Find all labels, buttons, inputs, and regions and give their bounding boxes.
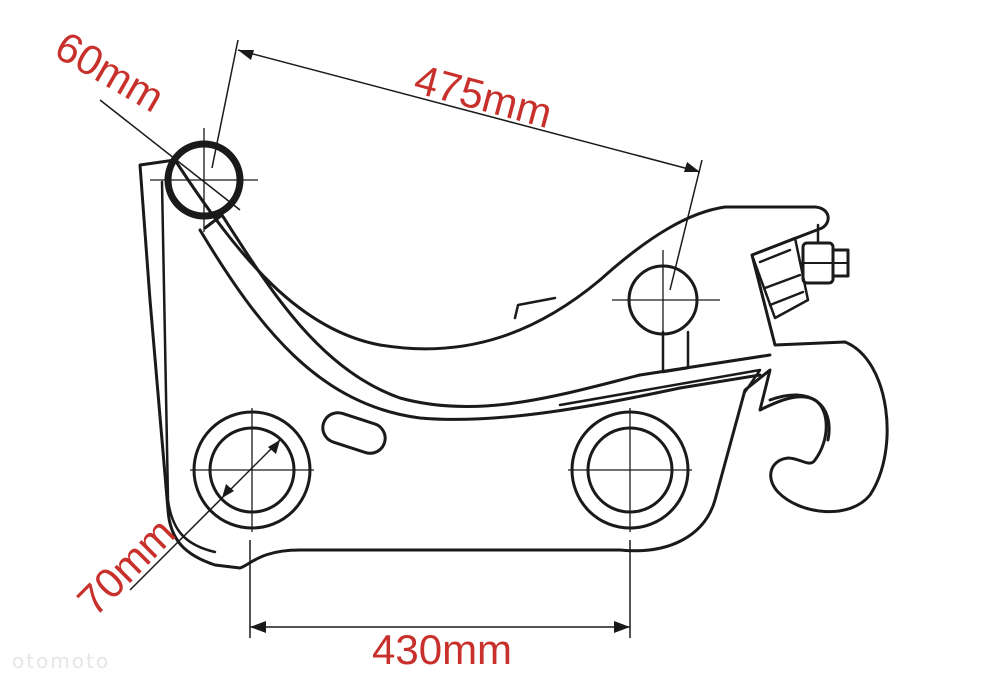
locking-block — [750, 236, 810, 320]
dim-475-arrow-right — [684, 162, 700, 172]
dim-475-line — [237, 49, 701, 173]
watermark: otomoto — [12, 649, 110, 673]
arm-lower-edge — [198, 228, 762, 421]
pin-lug — [661, 330, 690, 374]
label-pin-distance-diagonal: 475mm — [410, 55, 557, 137]
hook-inner-curve — [768, 393, 831, 442]
dim-60-leader — [99, 99, 241, 211]
dim-70-leader — [129, 439, 281, 591]
dim-475-ext-left — [211, 39, 239, 169]
label-pin-diameter-bottom: 70mm — [68, 509, 184, 625]
dim-70-arrow-upper — [268, 440, 280, 454]
body-inner-edge — [160, 180, 217, 554]
label-pin-diameter-top: 60mm — [48, 22, 173, 121]
arm-tab — [513, 296, 557, 320]
locking-block-detail — [758, 248, 805, 307]
body-rib — [558, 368, 762, 407]
dim-475-arrow-left — [238, 50, 254, 60]
arm-inner-channel — [203, 213, 772, 408]
slot-hole — [321, 411, 387, 455]
dim-475-ext-right — [669, 159, 703, 291]
dim-70-arrow-lower — [222, 484, 234, 498]
label-pin-distance-horizontal: 430mm — [372, 626, 512, 673]
dim-430-arrow-left — [250, 621, 266, 633]
dim-430-arrow-right — [614, 621, 630, 633]
coupler-body-outline — [138, 158, 889, 570]
